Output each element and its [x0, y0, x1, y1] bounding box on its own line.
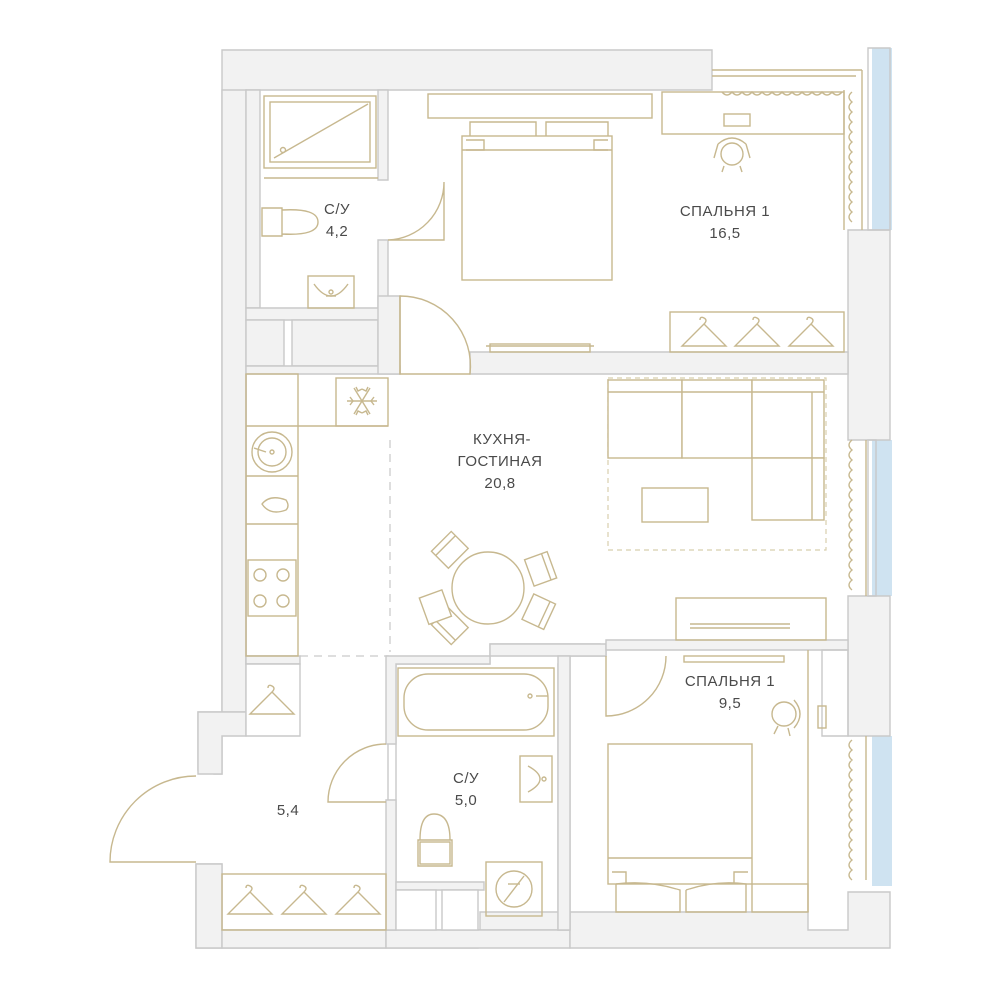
chair-icon: [713, 137, 751, 173]
label-bath-top-name: С/У: [324, 201, 350, 218]
kitchen-counter: [245, 373, 299, 657]
hanger-icon: [680, 316, 835, 347]
bath-sink-top: [307, 275, 355, 309]
bathroom-bottom-fixtures: [327, 667, 555, 917]
dining-table: [451, 551, 525, 625]
door-bath-top: [387, 181, 445, 241]
label-bath-bottom-name: С/У: [453, 770, 479, 787]
label-bedroom-small-name: СПАЛЬНЯ 1: [685, 673, 775, 690]
kitchen-living-furniture: [245, 373, 867, 657]
snowflake-icon: [347, 386, 377, 416]
door-bedroom-large: [399, 295, 472, 375]
label-bedroom-small-area: 9,5: [719, 695, 741, 712]
tv-unit: [675, 597, 827, 641]
label-bedroom-large-name: СПАЛЬНЯ 1: [680, 203, 770, 220]
hall-fixtures: [109, 684, 387, 931]
label-bath-top-area: 4,2: [326, 223, 348, 240]
label-kitchen-area: 20,8: [484, 475, 515, 492]
label-hall-area: 5,4: [277, 802, 299, 819]
label-bedroom-large-area: 16,5: [709, 225, 740, 242]
desk-top: [661, 91, 845, 135]
door-entrance: [109, 775, 197, 863]
toilet: [261, 207, 319, 237]
toilet-bottom: [417, 813, 453, 867]
sofa: [607, 379, 825, 521]
hanger-icon: [248, 684, 296, 715]
bath-sink-bottom: [519, 755, 553, 803]
shower-tray: [263, 95, 377, 169]
curtain-top: [721, 90, 843, 96]
window-glass-middle: [872, 440, 892, 596]
coffee-table: [641, 487, 709, 523]
headboard: [427, 93, 653, 119]
bedroom-small-furniture: [605, 650, 867, 913]
cooktop: [247, 559, 297, 617]
walls: [195, 47, 891, 949]
wardrobe-bedroom-large: [669, 311, 845, 353]
label-bath-bottom-area: 5,0: [455, 792, 477, 809]
room-labels: С/У 4,2 СПАЛЬНЯ 1 16,5 КУХНЯ- ГОСТИНАЯ 2…: [277, 201, 775, 819]
dining-chairs: [418, 530, 558, 646]
bed-large: [461, 135, 613, 281]
bed-small: [607, 743, 753, 885]
window-glass-bottom: [872, 736, 892, 886]
window-glass-top: [872, 48, 892, 230]
label-kitchen-line1: КУХНЯ-: [473, 431, 531, 448]
label-kitchen-line2: ГОСТИНАЯ: [458, 453, 543, 470]
curtain-right-bottom: [848, 739, 854, 881]
living-rug: [607, 377, 827, 551]
hanger-icon: [226, 884, 382, 915]
bedroom-large-furniture: [399, 69, 863, 375]
door-bath-bottom: [327, 743, 387, 803]
kitchen-sink: [251, 431, 293, 473]
washing-machine-icon: [485, 861, 543, 917]
bathroom-top-fixtures: [261, 95, 445, 309]
curtain-right-middle: [848, 439, 854, 591]
bathtub: [397, 667, 555, 737]
door-bedroom-small: [605, 655, 667, 717]
chair-icon: [771, 699, 801, 737]
curtain-right-top: [848, 91, 854, 223]
